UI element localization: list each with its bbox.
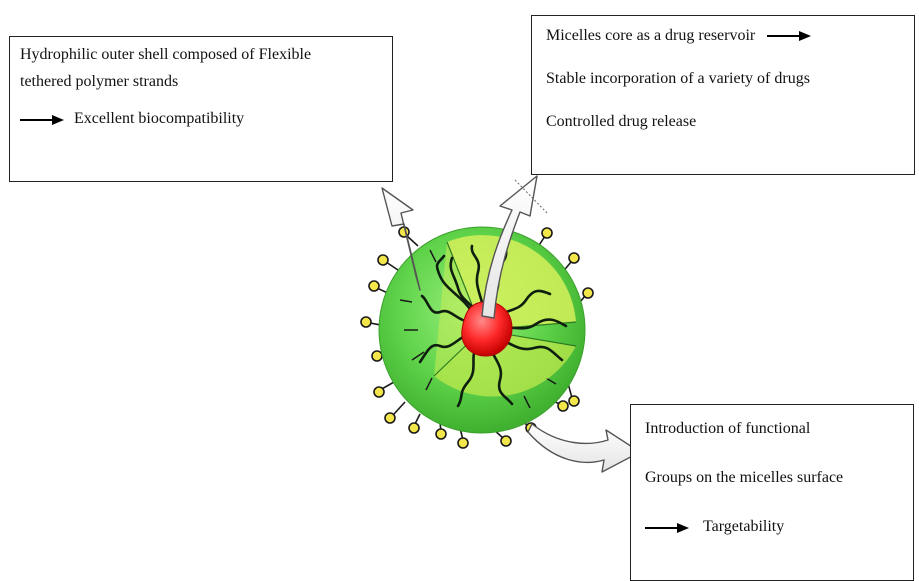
shell-result: Excellent biocompatibility (20, 109, 382, 128)
core-line-1: Micelles core as a drug reservoir (546, 26, 900, 45)
right-arrow-icon (645, 522, 689, 534)
functional-line-2: Groups on the micelles surface (645, 468, 899, 487)
functional-info-box: Introduction of functional Groups on the… (630, 404, 914, 581)
core-line-3: Controlled drug release (546, 112, 900, 131)
functional-result: Targetability (645, 517, 899, 536)
core-info-box: Micelles core as a drug reservoir Stable… (531, 15, 915, 175)
core-line-1-text: Micelles core as a drug reservoir (546, 27, 755, 44)
shell-result-text: Excellent biocompatibility (74, 110, 244, 127)
right-arrow-icon (767, 30, 811, 42)
shell-line-2: tethered polymer strands (20, 72, 382, 91)
functional-callout-arrow (528, 424, 640, 472)
right-arrow-icon (20, 114, 64, 126)
core-line-2: Stable incorporation of a variety of dru… (546, 69, 900, 88)
functional-result-text: Targetability (703, 518, 784, 535)
shell-info-box: Hydrophilic outer shell composed of Flex… (9, 36, 393, 182)
shell-line-1: Hydrophilic outer shell composed of Flex… (20, 45, 382, 64)
functional-line-1: Introduction of functional (645, 419, 899, 438)
